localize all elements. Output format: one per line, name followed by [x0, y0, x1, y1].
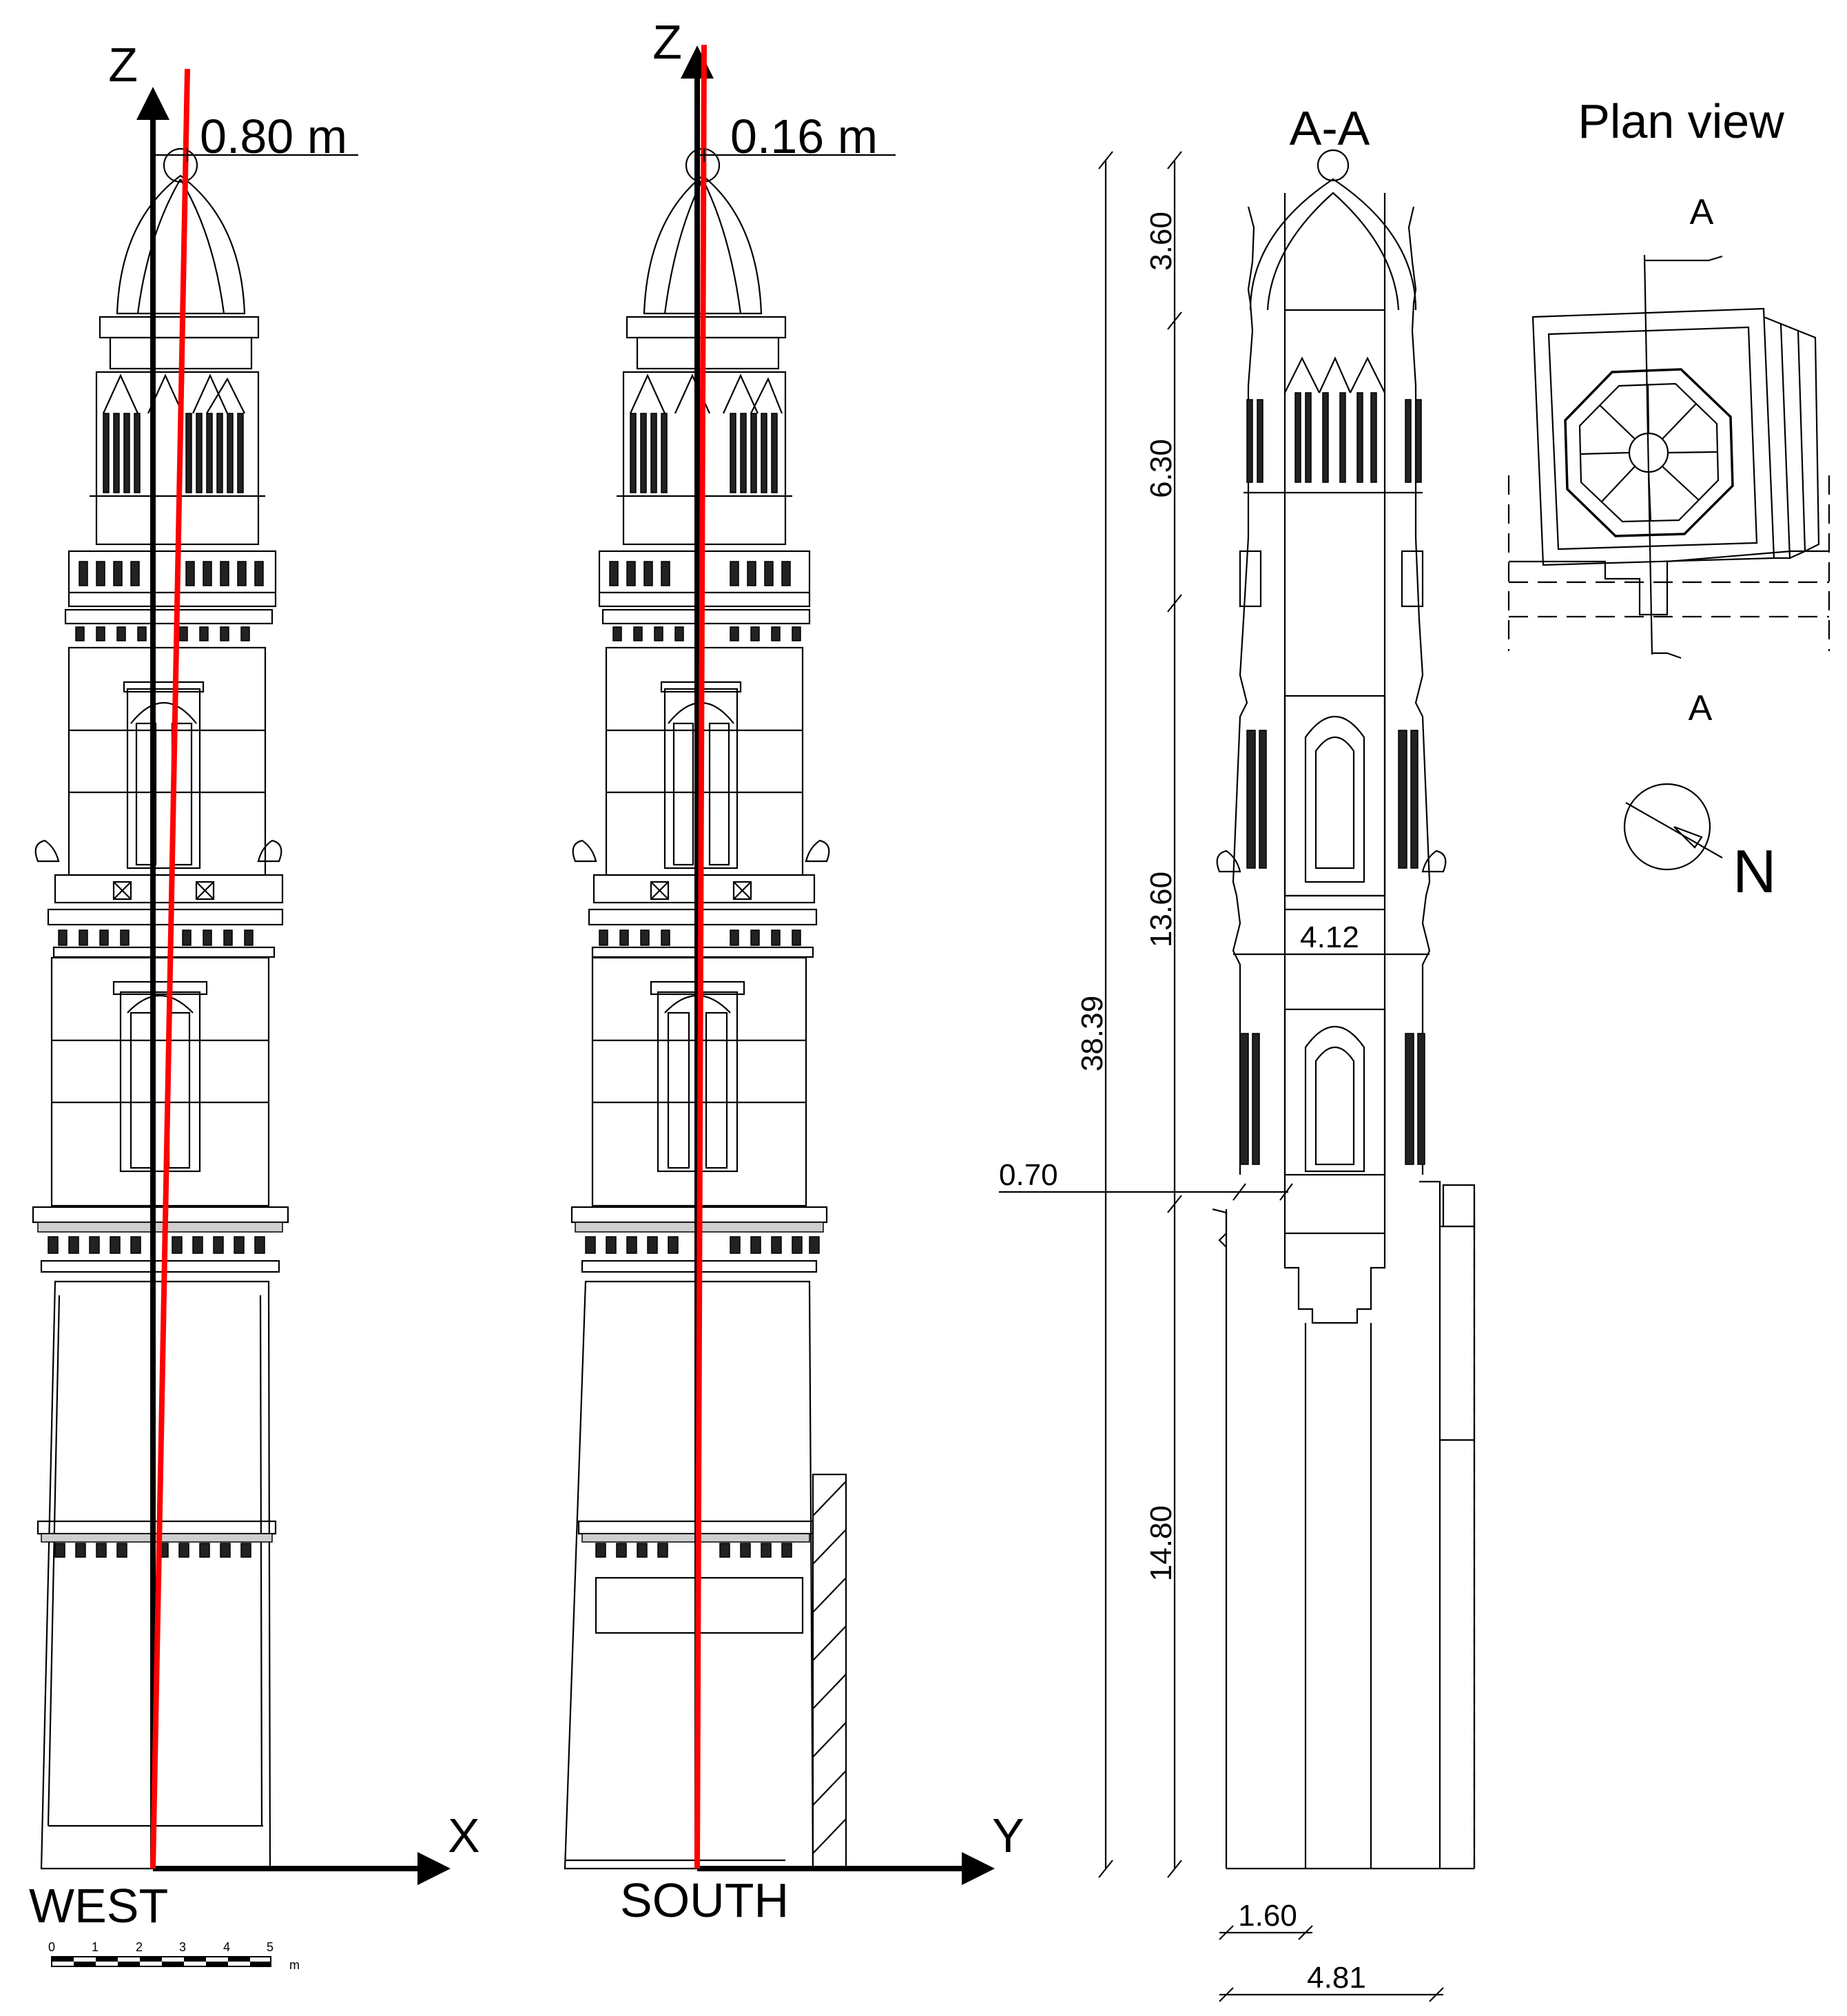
plan-cut-top: A [1690, 192, 1714, 232]
south-axes [681, 44, 995, 1885]
dim-total: 38.39 [1075, 996, 1109, 1071]
west-belfry-columns [103, 413, 244, 493]
section-aa [1212, 149, 1476, 1870]
south-balusters [609, 561, 791, 586]
scale-bar [51, 1956, 271, 1967]
south-corbels-3 [612, 626, 801, 641]
west-axes [136, 68, 451, 1885]
south-elevation [564, 147, 847, 1870]
west-z-label: Z [108, 38, 138, 92]
dim-base-inner: 1.60 [1238, 1899, 1297, 1933]
dim-base: 14.80 [1144, 1505, 1178, 1581]
west-title: WEST [29, 1879, 168, 1933]
south-mid-corbels [585, 1236, 820, 1254]
west-x-label: X [448, 1809, 480, 1862]
section-title: A-A [1290, 101, 1370, 155]
west-corbels-2 [58, 929, 254, 946]
north-label: N [1733, 837, 1777, 905]
west-balusters [79, 561, 264, 586]
south-tilt-axis [694, 44, 707, 1869]
dim-upper: 6.30 [1144, 439, 1178, 498]
scale-tick-5: 5 [267, 1940, 274, 1954]
south-hatch [812, 1481, 847, 1854]
plan-cut-bottom: A [1689, 688, 1713, 728]
south-belfry-columns [630, 413, 778, 493]
dim-middle: 13.60 [1144, 872, 1178, 947]
plan-view [1507, 254, 1830, 871]
scale-tick-2: 2 [136, 1940, 143, 1954]
dim-top: 3.60 [1144, 212, 1178, 271]
west-mid-corbels [48, 1236, 265, 1254]
west-tilt-label: 0.80 m [200, 110, 347, 163]
section-dimensions [999, 151, 1444, 2002]
scale-unit: m [289, 1958, 300, 1972]
south-lower-corbels [595, 1543, 792, 1558]
scale-tick-1: 1 [92, 1940, 99, 1954]
south-y-label: Y [992, 1809, 1024, 1862]
west-elevation [32, 147, 289, 1870]
south-tilt-label: 0.16 m [730, 110, 878, 163]
scale-tick-4: 4 [223, 1940, 230, 1954]
south-z-label: Z [652, 15, 682, 69]
scale-tick-0: 0 [48, 1940, 55, 1954]
dim-wall: 0.70 [999, 1158, 1058, 1192]
south-corbels-2 [599, 929, 801, 946]
west-corbels-3 [75, 626, 250, 641]
section-columns [1239, 392, 1425, 1165]
west-tilt-axis [150, 68, 190, 1869]
south-title: SOUTH [620, 1873, 789, 1927]
scale-tick-3: 3 [179, 1940, 186, 1954]
plan-title: Plan view [1578, 94, 1784, 148]
dim-base-total: 4.81 [1307, 1961, 1366, 1995]
dim-width-inner: 4.12 [1300, 920, 1359, 954]
